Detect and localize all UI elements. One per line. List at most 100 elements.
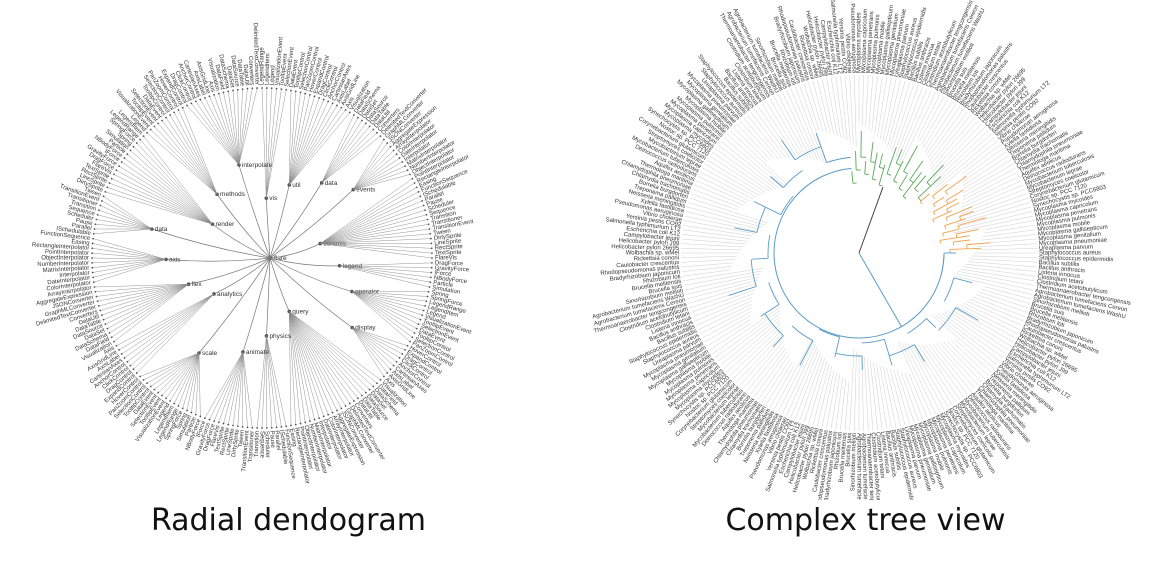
leaf-link <box>146 352 200 384</box>
leaf-node <box>165 116 167 119</box>
leaf-label: LegendItem <box>265 53 272 85</box>
leaf-label: RectSprite <box>220 426 232 455</box>
clade-branch <box>933 196 945 205</box>
leaf-link <box>209 351 244 420</box>
leaf-link <box>351 291 424 311</box>
leaf-link <box>191 352 200 413</box>
leaf-connector <box>962 148 1004 178</box>
leaf-connector <box>929 114 972 166</box>
leaf-link <box>238 89 243 165</box>
clade-branch <box>902 172 922 197</box>
leaf-link <box>186 352 200 411</box>
leaf-connector <box>933 126 986 179</box>
leaf-link <box>143 352 200 381</box>
leaf-node <box>217 92 220 95</box>
leaf-node <box>91 242 94 245</box>
leaf-node <box>92 276 95 279</box>
clade-arc <box>767 234 771 259</box>
leaf-connector <box>786 90 818 160</box>
leaf-node <box>190 411 193 414</box>
leaf-connector <box>924 103 957 152</box>
clade-branch <box>949 247 981 250</box>
leaf-connector <box>835 76 845 140</box>
leaf-label: Parallel <box>71 223 92 232</box>
leaf-node <box>241 425 244 428</box>
leaf-label: Pause <box>268 431 275 449</box>
leaf-connector <box>921 344 961 400</box>
leaf-connector <box>982 229 1036 237</box>
leaf-node <box>285 425 288 428</box>
leaf-link <box>178 109 218 195</box>
leaf-link <box>289 311 363 396</box>
leaf-link <box>351 291 417 329</box>
leaf-connector <box>939 342 979 386</box>
leaf-link <box>320 219 428 244</box>
leaf-node <box>294 423 297 426</box>
leaf-link <box>289 311 333 413</box>
branch-label: axis <box>169 256 181 263</box>
branch-link <box>165 257 271 262</box>
clade-arc <box>756 207 767 233</box>
leaf-link <box>289 311 292 426</box>
clade-branch <box>926 164 944 183</box>
leaf-connector <box>812 364 830 425</box>
leaf-connector <box>683 224 753 237</box>
leaf-node <box>95 295 98 298</box>
clade-arc <box>872 178 877 181</box>
leaf-node <box>93 228 96 230</box>
clade-branch <box>958 217 987 226</box>
leaf-connector <box>726 323 781 373</box>
leaf-label: GravityForce <box>435 265 470 273</box>
leaf-connector <box>925 344 964 398</box>
leaf-link <box>352 327 385 377</box>
leaf-connector <box>691 289 755 313</box>
clade-arc <box>944 191 948 195</box>
leaf-node <box>280 88 283 91</box>
leaf-connector <box>854 350 857 431</box>
leaf-node <box>422 204 425 207</box>
leaf-label: Campylobacter jejuni <box>623 232 679 242</box>
branch-link <box>151 228 271 259</box>
leaf-link <box>320 214 427 244</box>
clade-branch <box>753 201 782 216</box>
leaf-connector <box>743 341 784 389</box>
leaf-node <box>376 382 378 385</box>
clade-branch <box>760 304 780 317</box>
leaf-label: Transitioner <box>248 431 256 463</box>
leaf-connector <box>790 88 821 161</box>
leaf-link <box>97 283 189 302</box>
leaf-node <box>299 422 302 425</box>
leaf-connector <box>696 300 753 326</box>
leaf-connector <box>957 197 1029 222</box>
branch-label: vis <box>269 195 278 202</box>
leaf-node <box>353 400 355 402</box>
leaf-label: DataField <box>214 64 226 90</box>
leaf-link <box>266 88 272 199</box>
leaf-link <box>158 123 218 195</box>
leaf-node <box>173 402 176 405</box>
leaf-label: Clostridium acetobutylicum <box>870 432 882 500</box>
leaf-label: Agrobacterium tumefaciens Cereon <box>860 433 868 500</box>
leaf-label: Staphylococcus aureus <box>1039 251 1101 257</box>
leaf-link <box>93 259 167 283</box>
leaf-connector <box>707 159 763 195</box>
leaf-connector <box>962 151 1006 182</box>
leaf-node <box>425 300 428 303</box>
leaf-node <box>208 418 211 421</box>
leaf-node <box>232 89 234 92</box>
leaf-connector <box>862 75 864 126</box>
leaf-connector <box>960 304 1018 335</box>
leaf-node <box>430 266 433 269</box>
leaf-connector <box>907 343 945 410</box>
clade-branch <box>864 161 867 175</box>
leaf-connector <box>844 381 850 431</box>
leaf-connector <box>750 348 787 395</box>
clade-branch <box>932 184 948 197</box>
leaf-connector <box>786 346 818 416</box>
leaf-link <box>320 187 417 244</box>
leaf-link <box>154 126 218 195</box>
leaf-link <box>140 352 200 377</box>
leaf-connector <box>840 75 848 141</box>
leaf-connector <box>712 307 781 355</box>
